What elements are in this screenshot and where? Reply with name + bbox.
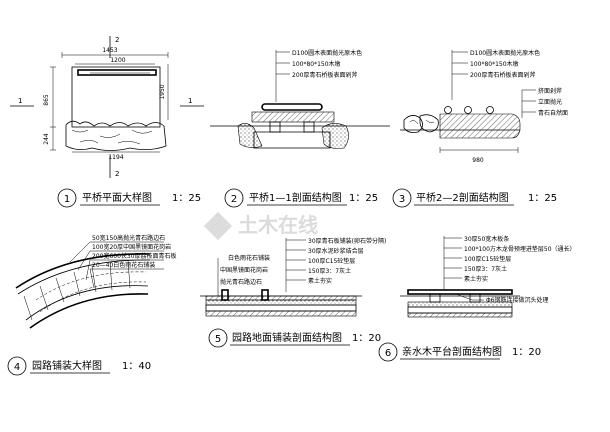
fig6-note-4: 素土夯实 [464, 275, 488, 283]
fig3-note2-0: 挤面剁斧 [538, 87, 562, 95]
fig4-number: 4 [14, 362, 20, 373]
fig1-caption: 1 平桥平面大样图 1：25 [57, 188, 201, 208]
fig5-section-drawing: 白色雨花石铺装 中国黑镜面花岗岩 抛光青石路边石 30厚青石板铺装(卵石带分隔)… [200, 237, 386, 317]
fig3-note-1: 100*80*150木墩 [470, 60, 519, 68]
fig4-note-3: 20—40白色雨花石铺装 [92, 261, 155, 269]
watermark-text: 土木在线 [238, 213, 318, 237]
fig6-note-1: 100*100方木龙骨预埋进垫层50（通长） [464, 245, 576, 253]
fig4-scale: 1：40 [122, 361, 151, 372]
fig3-dim: 980 [472, 157, 484, 164]
fig5-note-right-4: 素土夯实 [308, 277, 332, 285]
fig6-rebar-note: Φ6钢筋连接做沉头处理 [486, 296, 549, 304]
fig2-section-drawing: D100圆木表面抛光原木色 100*80*150木墩 200厚青石桥板表面剁斧 [210, 49, 390, 149]
fig4-note-1: 100宽20厚中国黑镜面花岗岩 [92, 243, 171, 251]
fig2-note-0: D100圆木表面抛光原木色 [292, 49, 362, 57]
fig1-section-mark-bottom: 2 [115, 170, 119, 178]
fig5-note-right-2: 100厚C15砼垫层 [308, 257, 355, 265]
fig5-note-left-0: 白色雨花石铺装 [228, 254, 270, 262]
fig5-number: 5 [215, 334, 221, 345]
fig1-dim-inner: 1200 [110, 57, 125, 64]
fig3-caption: 3 平桥2—2剖面结构图 1：25 [392, 188, 557, 208]
fig3-note-0: D100圆木表面抛光原木色 [470, 49, 540, 57]
fig3-section-drawing: D100圆木表面抛光原木色 100*80*150木墩 200厚青石桥板表面剁斧 … [400, 49, 568, 164]
fig2-scale: 1：25 [349, 193, 378, 204]
fig2-note-1: 100*80*150木墩 [292, 60, 341, 68]
fig2-title: 平桥1—1剖面结构图 [249, 191, 342, 204]
watermark: 土木在线 [203, 211, 318, 241]
fig1-section-mark-left: 1 [18, 97, 22, 105]
fig1-dim-left2: 244 [43, 133, 50, 145]
fig5-scale: 1：20 [352, 333, 381, 344]
fig3-scale: 1：25 [528, 193, 557, 204]
fig1-scale: 1：25 [172, 193, 201, 204]
fig6-caption: 6 亲水木平台剖面结构图 1：20 [378, 342, 541, 362]
fig4-note-0: 50宽150高抛光青石路边石 [92, 234, 165, 242]
fig1-dim-bottom: 1194 [108, 154, 123, 161]
fig5-note-right-3: 150厚3：7灰土 [308, 267, 351, 275]
fig5-note-right-1: 30厚水泥砂浆结合层 [308, 247, 364, 255]
fig5-note-right-0: 30厚青石板铺装(卵石带分隔) [308, 237, 386, 245]
fig6-note-3: 150厚3：7灰土 [464, 265, 507, 273]
fig6-section-drawing: 30厚50宽木板条 100*100方木龙骨预埋进垫层50（通长） 100厚C15… [400, 235, 576, 318]
fig1-title: 平桥平面大样图 [82, 191, 152, 204]
fig2-number: 2 [231, 194, 237, 205]
fig4-note-2: 200宽600长30厚荔枝面青石板 [92, 252, 177, 260]
fig3-note2-1: 立面抛光 [538, 98, 562, 106]
fig6-number: 6 [385, 348, 391, 359]
fig5-caption: 5 园路地面铺装剖面结构图 1：20 [208, 328, 381, 348]
fig6-note-2: 100厚C15砼垫层 [464, 255, 511, 263]
fig1-dim-top: 1453 [102, 47, 117, 54]
fig3-title: 平桥2—2剖面结构图 [416, 191, 509, 204]
fig1-dim-right: 1950 [159, 84, 166, 99]
fig5-title: 园路地面铺装剖面结构图 [232, 331, 342, 344]
fig4-paving-drawing: 50宽150高抛光青石路边石 100宽20厚中国黑镜面花岗岩 200宽600长3… [15, 234, 177, 329]
fig4-caption: 4 园路铺装大样图 1：40 [7, 356, 151, 376]
fig3-note2-2: 青石自然面 [538, 109, 568, 117]
fig5-note-left-1: 中国黑镜面花岗岩 [220, 266, 268, 274]
fig6-title: 亲水木平台剖面结构图 [402, 345, 502, 358]
fig4-title: 园路铺装大样图 [32, 359, 102, 372]
fig1-number: 1 [64, 194, 70, 205]
fig1-plan-drawing: 2 1453 1200 865 244 1950 1 1 1194 2 [10, 36, 204, 178]
fig5-note-left-2: 抛光青石路边石 [220, 278, 262, 286]
fig3-number: 3 [399, 194, 405, 205]
fig1-section-mark-top: 2 [115, 36, 119, 44]
fig1-section-mark-right: 1 [188, 97, 192, 105]
fig6-note-0: 30厚50宽木板条 [464, 235, 509, 243]
fig3-note-2: 200厚青石桥板表面剁斧 [470, 71, 535, 79]
fig2-caption: 2 平桥1—1剖面结构图 1：25 [224, 188, 378, 208]
fig6-scale: 1：20 [512, 347, 541, 358]
fig2-note-2: 200厚青石桥板表面剁斧 [292, 71, 357, 79]
fig1-dim-left1: 865 [43, 94, 50, 106]
